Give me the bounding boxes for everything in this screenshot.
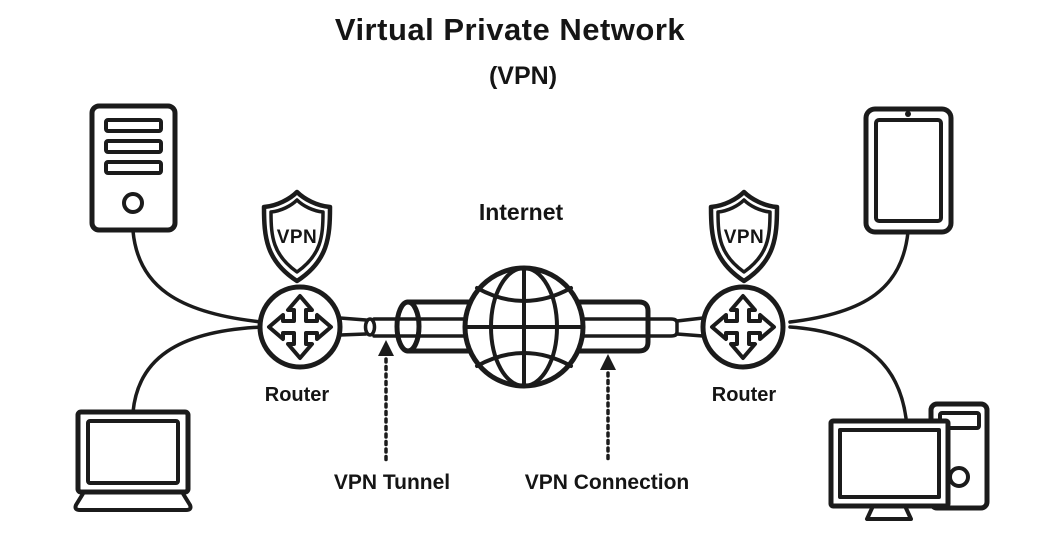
page-title: Virtual Private Network [334,12,686,47]
tablet-camera-dot [905,111,911,117]
vpn-tunnel-left-connector [338,316,705,338]
shield-right-label: VPN [723,227,765,248]
vpn-connection-arrow [600,354,616,464]
desktop-to-router-cable [788,325,908,420]
cable-end-cap [363,317,377,337]
router-right-label: Router [711,384,777,406]
tablet-to-router-cable [788,230,910,324]
laptop-to-router-cable [131,325,264,414]
tower-to-router-cable [131,229,264,324]
laptop-icon [73,409,193,512]
cable-lines [131,229,910,420]
tunnel-mouth [394,299,422,354]
inner-cable-tube [372,317,679,338]
tunnel-cylinder [394,299,651,354]
vpn-tunnel-label: VPN Tunnel [333,471,451,494]
vpn-tunnel-arrow [378,340,394,464]
router-left-label: Router [264,384,330,406]
router-right-icon [703,287,783,367]
tablet-icon [863,106,954,235]
router-left-icon [260,287,340,367]
page-subtitle: (VPN) [488,62,558,90]
internet-label: Internet [478,199,564,225]
vpn-connection-label: VPN Connection [524,471,690,494]
server-tower-icon [89,103,178,233]
desktop-computer-icon [828,401,990,521]
shield-left-label: VPN [276,227,318,248]
globe-icon [462,265,586,389]
